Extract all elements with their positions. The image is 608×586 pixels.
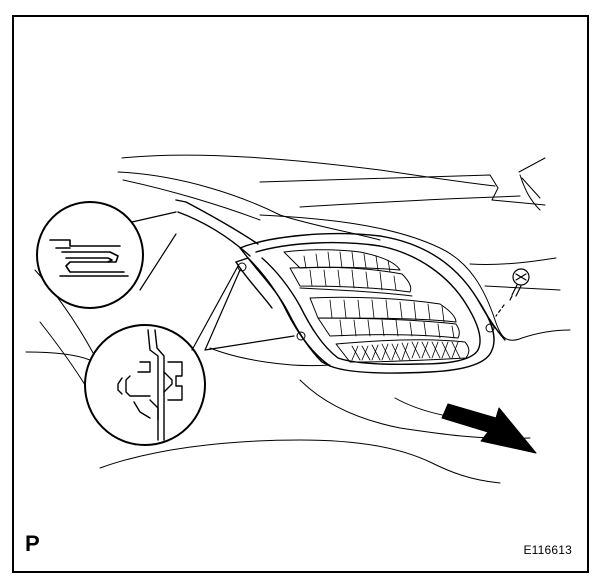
screw-icon <box>495 268 530 317</box>
clip-detail-callout-icon <box>36 201 177 309</box>
removal-direction-arrow-icon <box>441 403 537 454</box>
view-label: P <box>25 531 40 556</box>
front-grille-garnish <box>175 199 506 374</box>
claw-clip-callout-icon <box>84 265 295 446</box>
vehicle-body-lines <box>25 154 571 484</box>
grille-slats <box>283 249 470 363</box>
figure-code: E116613 <box>523 543 572 557</box>
